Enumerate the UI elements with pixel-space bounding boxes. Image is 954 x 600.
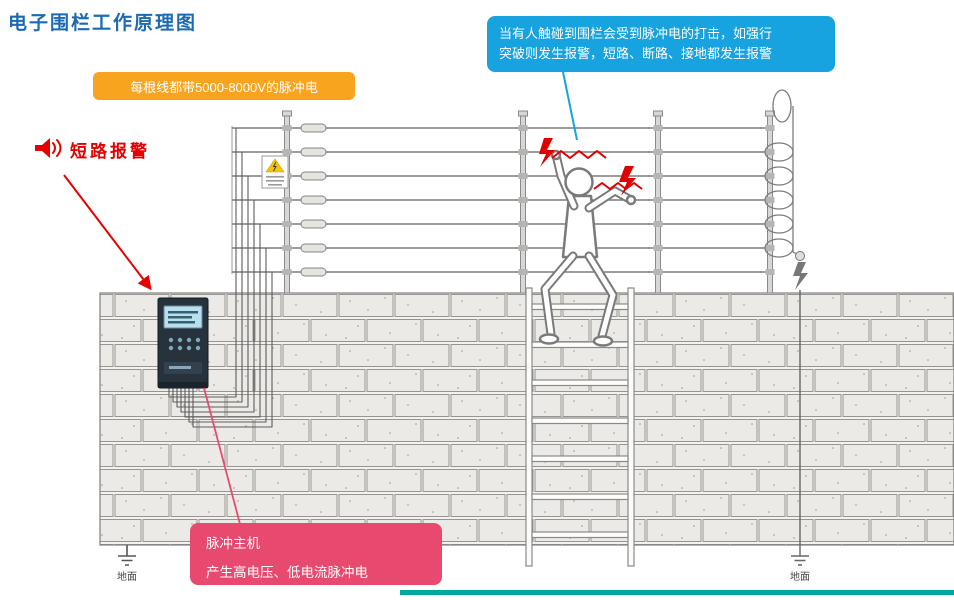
electric-fence xyxy=(231,89,808,294)
ground-label-left: 地面 xyxy=(117,572,137,583)
fence-posts xyxy=(282,110,775,294)
wire-voltage-text: 每根线都带5000-8000V的脉冲电 xyxy=(130,79,318,95)
lightning-bolt-icon xyxy=(619,166,636,196)
wire-voltage-label: 每根线都带5000-8000V的脉冲电 xyxy=(93,72,355,100)
ground-symbol-left xyxy=(118,545,136,566)
wire-tensioners xyxy=(300,123,327,277)
alarm-indicator: 短路报警 xyxy=(34,136,150,162)
ladder-rail-right xyxy=(627,287,635,567)
ground-symbol-right xyxy=(791,290,809,566)
pulse-host-device xyxy=(157,297,209,389)
pulse-host-title: 脉冲主机 xyxy=(206,536,260,551)
foot xyxy=(592,335,614,347)
pulse-host-description: 产生高电压、低电流脉冲电 xyxy=(206,565,368,580)
callout-line-1: 当有人触碰到围栏会受到脉冲电的打击，如强行 xyxy=(499,26,773,41)
shock-scribble xyxy=(593,182,643,190)
hand xyxy=(625,194,637,206)
touch-warning-callout: 当有人触碰到围栏会受到脉冲电的打击，如强行 突破则发生报警，短路、断路、接地都发… xyxy=(487,16,835,72)
ladder-rail-left xyxy=(525,287,533,567)
head xyxy=(564,167,594,197)
callout-line-2: 突破则发生报警，短路、断路、接地都发生报警 xyxy=(499,46,773,61)
climbing-person xyxy=(538,149,637,347)
electric-shock-marks xyxy=(539,138,643,196)
lightning-bolt-icon xyxy=(539,138,555,167)
foot xyxy=(538,333,560,345)
page-title: 电子围栏工作原理图 xyxy=(8,13,198,34)
pulse-host-pointer-line xyxy=(203,387,241,525)
warning-sign xyxy=(261,155,289,189)
wire-end-loops xyxy=(764,89,801,258)
alarm-arrow xyxy=(63,174,152,291)
pulse-host-label: 脉冲主机 产生高电压、低电流脉冲电 xyxy=(190,523,442,585)
lightning-arrester xyxy=(793,251,808,290)
ladder xyxy=(525,287,635,567)
short-circuit-alarm-label: 短路报警 xyxy=(70,141,150,161)
alarm-horn-icon xyxy=(35,138,62,158)
ground-label-right: 地面 xyxy=(790,572,810,583)
bottom-accent-bar xyxy=(400,590,954,595)
warning-triangle-icon xyxy=(265,158,285,173)
callout-pointer-line xyxy=(562,71,578,141)
fence-insulators xyxy=(282,125,775,275)
device-buttons xyxy=(168,337,201,351)
shock-scribble xyxy=(551,150,607,159)
